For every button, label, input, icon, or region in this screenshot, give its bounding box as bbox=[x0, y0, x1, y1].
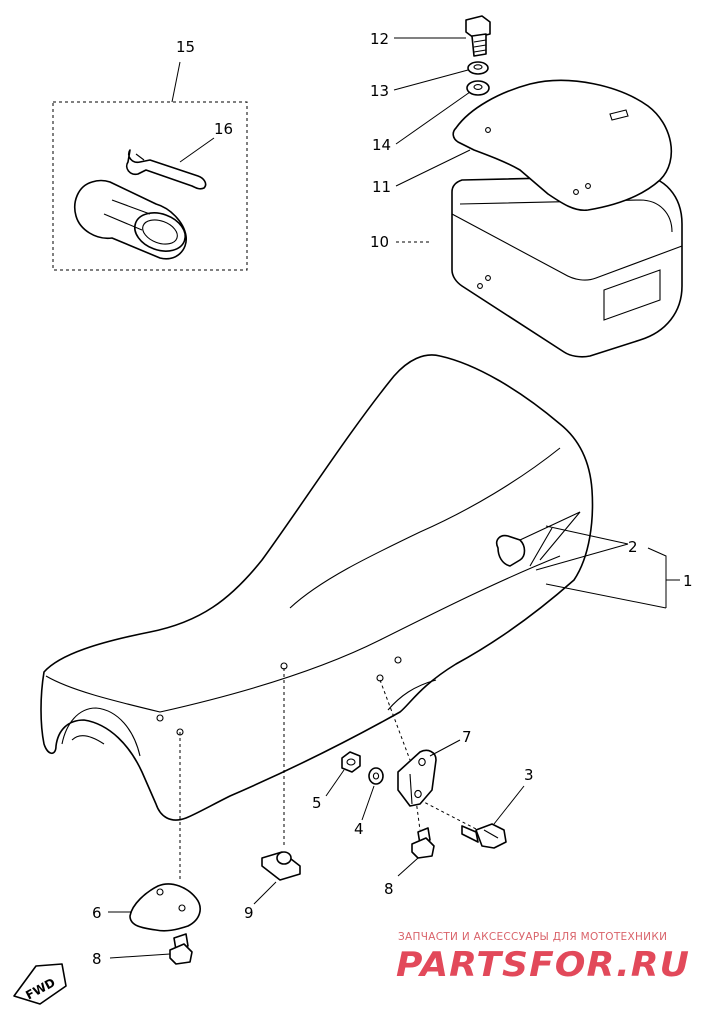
callout-11: 11 bbox=[372, 178, 391, 196]
callout-6: 6 bbox=[92, 904, 102, 922]
lid-plate bbox=[452, 79, 673, 212]
assembly-line-3 bbox=[419, 799, 479, 831]
callout-9: 9 bbox=[244, 904, 254, 922]
callout-3: 3 bbox=[524, 766, 534, 784]
screw-8-lower bbox=[169, 933, 193, 965]
leader-14 bbox=[395, 91, 471, 145]
callout-1: 1 bbox=[683, 572, 693, 590]
callout-10: 10 bbox=[370, 233, 389, 251]
leader-8-lower bbox=[109, 953, 171, 959]
tool-bag bbox=[74, 179, 187, 260]
callout-13: 13 bbox=[370, 82, 389, 100]
leader-5 bbox=[325, 769, 345, 797]
leader-8-upper bbox=[397, 857, 419, 877]
watermark-tagline: ЗАПЧАСТИ И АКСЕССУАРЫ ДЛЯ МОТОТЕХНИКИ bbox=[398, 931, 667, 943]
wrench-icon bbox=[125, 149, 207, 190]
callout-7: 7 bbox=[462, 728, 472, 746]
screw-8-upper bbox=[411, 827, 435, 859]
callout-8-upper: 8 bbox=[384, 880, 394, 898]
leader-3 bbox=[493, 785, 525, 825]
callout-4: 4 bbox=[354, 820, 364, 838]
plate-6 bbox=[129, 883, 201, 932]
washer-13 bbox=[467, 61, 489, 75]
leader-2a bbox=[545, 525, 629, 545]
tool-kit-dashed-box bbox=[52, 101, 248, 271]
leader-9 bbox=[253, 881, 277, 905]
grommet-14 bbox=[466, 80, 490, 96]
tool-kit-group bbox=[52, 61, 248, 271]
bolt-12 bbox=[465, 15, 491, 57]
callout-12: 12 bbox=[370, 30, 389, 48]
leader-16 bbox=[179, 137, 215, 163]
leader-2b bbox=[535, 543, 629, 571]
nut-5 bbox=[341, 751, 361, 773]
assembly-line-8b bbox=[415, 799, 421, 831]
storage-box bbox=[451, 175, 683, 358]
leader-15 bbox=[171, 61, 181, 103]
callout-16: 16 bbox=[214, 120, 233, 138]
callout-15: 15 bbox=[176, 38, 195, 56]
leader-4 bbox=[361, 785, 375, 821]
bracket-7 bbox=[397, 749, 437, 807]
callout-8-lower: 8 bbox=[92, 950, 102, 968]
seat-assembly bbox=[40, 354, 594, 821]
leader-13 bbox=[393, 69, 469, 91]
assembly-line-7 bbox=[379, 679, 411, 761]
fwd-arrow-icon bbox=[13, 963, 67, 1005]
callout-5: 5 bbox=[312, 794, 322, 812]
watermark-logo: PARTSFOR.RU bbox=[396, 945, 690, 985]
bolt-3 bbox=[461, 823, 507, 849]
clip-9 bbox=[261, 851, 301, 881]
leader-1-bracket bbox=[545, 547, 680, 609]
callout-14: 14 bbox=[372, 136, 391, 154]
washer-4 bbox=[368, 767, 384, 785]
leader-11 bbox=[395, 149, 471, 187]
callout-2: 2 bbox=[628, 538, 638, 556]
leader-7 bbox=[429, 739, 461, 757]
